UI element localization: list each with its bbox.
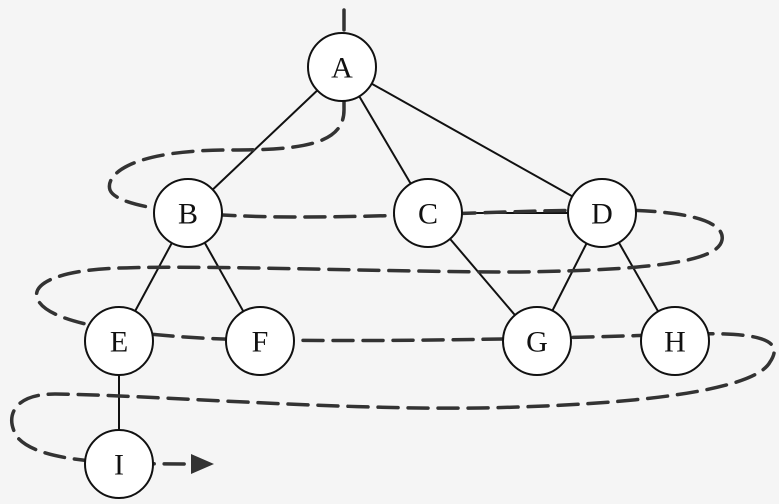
node-i: I: [84, 429, 154, 499]
node-h: H: [640, 306, 710, 376]
node-circle-f: [225, 306, 295, 376]
node-g: G: [502, 306, 572, 376]
node-label-h: H: [664, 326, 686, 359]
breadth-first-traversal-path: [10, 8, 776, 466]
node-c: C: [393, 178, 463, 248]
node-label-i: I: [114, 449, 124, 482]
edge-a-d: [341, 66, 603, 214]
node-circle-c: [393, 178, 463, 248]
node-circle-d: [567, 178, 637, 248]
edge-a-b: [187, 66, 343, 214]
node-label-a: A: [331, 52, 353, 85]
node-circle-g: [502, 306, 572, 376]
node-label-e: E: [110, 326, 128, 359]
node-circle-e: [84, 306, 154, 376]
node-label-d: D: [591, 198, 613, 231]
node-label-b: B: [178, 198, 198, 231]
traversal-arrowhead-icon: [191, 454, 214, 474]
node-f: F: [225, 306, 295, 376]
node-e: E: [84, 306, 154, 376]
node-circle-b: [153, 178, 223, 248]
node-label-f: F: [252, 326, 269, 359]
node-b: B: [153, 178, 223, 248]
node-label-c: C: [418, 198, 438, 231]
node-a: A: [307, 32, 377, 102]
node-label-g: G: [526, 326, 548, 359]
node-d: D: [567, 178, 637, 248]
nodes-layer: A B C D E F G H I: [84, 32, 710, 499]
node-circle-a: [307, 32, 377, 102]
node-circle-h: [640, 306, 710, 376]
node-circle-i: [84, 429, 154, 499]
